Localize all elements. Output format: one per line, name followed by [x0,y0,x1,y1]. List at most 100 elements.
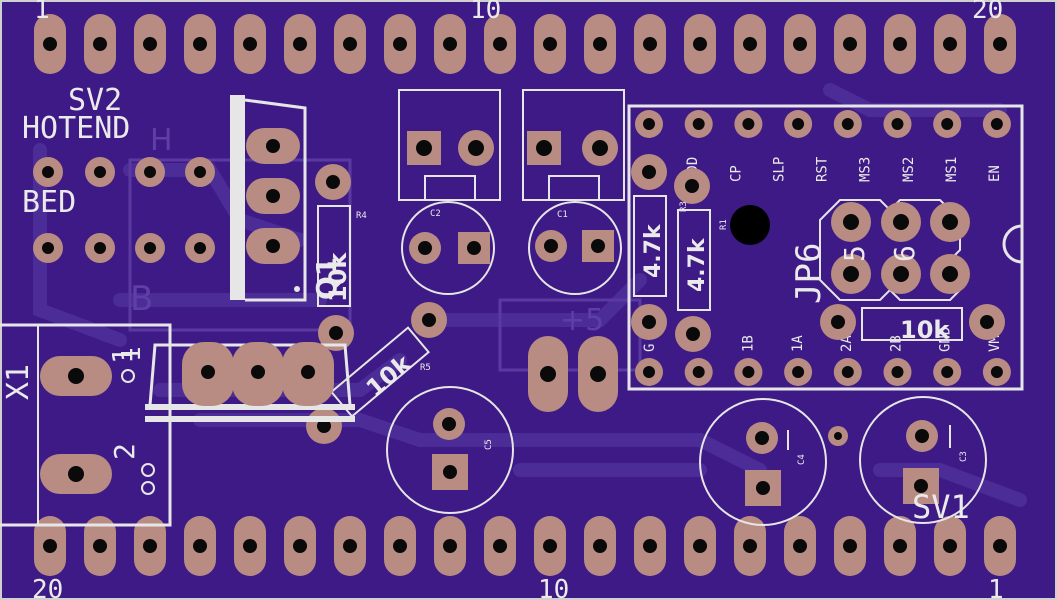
q1-pin1: 1 [117,346,147,362]
jp6-pin6: 6 [888,245,921,262]
header-top-drill-1 [43,37,57,51]
c4-name: C4 [797,454,807,465]
driver-bottom-label-1: G [642,344,658,352]
ghost-label-plus5: +5 [560,303,604,338]
header-top-pads [34,14,1016,74]
driver-top-label-8: MS1 [944,157,960,182]
header-bottom-drill-16 [793,539,807,553]
mounting-hole-r1: R1 [719,205,770,245]
connector-x1: X1 1 2 [0,323,172,527]
header-bottom-drill-6 [293,539,307,553]
c5-name: C5 [484,439,494,450]
driver-bottom-drill-1 [643,366,655,378]
resistor-r3: 4.7k R3 [674,168,711,352]
sv2-name: SV2 [68,83,122,118]
capacitor-c1: C1 [528,201,622,295]
header-top-drill-16 [793,37,807,51]
header-top-drill-11 [543,37,557,51]
transistor-q1: 1 [117,342,355,422]
capacitor-c3: C3 [859,396,987,524]
terminal-block [230,95,307,302]
header-top: 1 10 20 [34,0,1016,74]
header-bottom-pads [34,516,1016,576]
header-bottom-drill-5 [243,539,257,553]
driver-bottom-drill-7 [941,366,954,378]
driver-top-drill-7 [941,118,954,130]
capacitor-c2: C2 [401,201,495,295]
header-bottom-drill-3 [143,539,157,553]
header-bottom-drill-8 [393,539,407,553]
r5-name: R5 [420,363,431,373]
driver-top-label-4: SLP [771,157,787,182]
r3-value: 4.7k [685,237,710,292]
r2-value: 4.7k [641,223,666,278]
driver-top-drill-3 [742,118,755,130]
connector-sv2: SV2 HOTEND BED [22,83,215,263]
header-top-drill-9 [443,37,457,51]
driver-top-drill-2 [692,118,705,130]
driver-top-drill-1 [643,118,655,130]
resistor-jp-10k: 10k [820,304,1005,344]
driver-top-pads [635,110,1011,138]
header-bottom-drill-2 [93,539,107,553]
driver-bottom-drill-8 [990,366,1003,378]
header-top-drill-17 [843,37,857,51]
c1-name: C1 [557,210,568,220]
sv2-bed-label: BED [22,185,76,220]
header-bottom-drill-4 [193,539,207,553]
header-bottom-pin-mid: 10 [538,575,569,600]
header-top-drill-2 [93,37,107,51]
header-bottom-drill-20 [993,539,1007,553]
header-bottom-drill-12 [593,539,607,553]
driver-bottom-pads [635,358,1011,386]
header-top-pin-last: 20 [972,0,1003,25]
header-top-drill-5 [243,37,257,51]
driver-bottom-drill-6 [891,366,904,378]
stepper-driver: GNDVDDCPSLPRSTMS3MS2MS1EN GVDD1B1A2A2BGN… [627,104,1024,391]
header-bottom-drill-14 [693,539,707,553]
header-bottom-drill-7 [343,539,357,553]
q1-name: Q1 [310,257,343,300]
driver-top-label-5: RST [815,156,831,182]
jp-res-value: 10k [900,316,950,344]
header-top-pin-first: 1 [34,0,50,25]
jp6-pin5: 5 [838,245,871,262]
header-top-drill-18 [893,37,907,51]
header-bottom-pin-last: 1 [988,575,1004,600]
header-top-drill-15 [743,37,757,51]
driver-bottom-label-3: 1B [741,335,757,352]
x1-name: X1 [1,364,36,400]
r3-name: R3 [679,201,689,212]
header-bottom-drill-1 [43,539,57,553]
cap-box-c2 [398,89,501,201]
r1-name: R1 [719,219,729,230]
resistor-r2: 4.7k [631,154,667,340]
r4-name: R4 [356,211,367,221]
header-bottom-drill-9 [443,539,457,553]
driver-top-label-3: CP [728,165,744,182]
x1-pin2: 2 [108,443,141,460]
sv1-name: SV1 [912,488,970,526]
header-top-drill-10 [493,37,507,51]
ghost-label-b: B [130,279,153,319]
jumper-jp6: JP6 5 6 [789,199,970,304]
capacitor-c4: C4 [699,398,848,526]
header-bottom-drill-10 [493,539,507,553]
header-top-drill-14 [693,37,707,51]
r4-value: 10k [324,252,352,302]
driver-top-label-7: MS2 [901,157,917,182]
driver-top-drill-5 [841,118,854,130]
jp6-name: JP6 [789,243,829,304]
driver-bottom-drill-2 [692,366,705,378]
header-bottom: 20 10 1 [32,516,1016,600]
driver-bottom-drill-3 [742,366,755,378]
header-top-drill-4 [193,37,207,51]
header-bottom-drill-15 [743,539,757,553]
header-bottom-drill-11 [543,539,557,553]
driver-top-drill-4 [792,118,805,130]
header-top-drill-20 [993,37,1007,51]
header-top-drill-13 [643,37,657,51]
driver-bottom-drill-4 [792,366,805,378]
